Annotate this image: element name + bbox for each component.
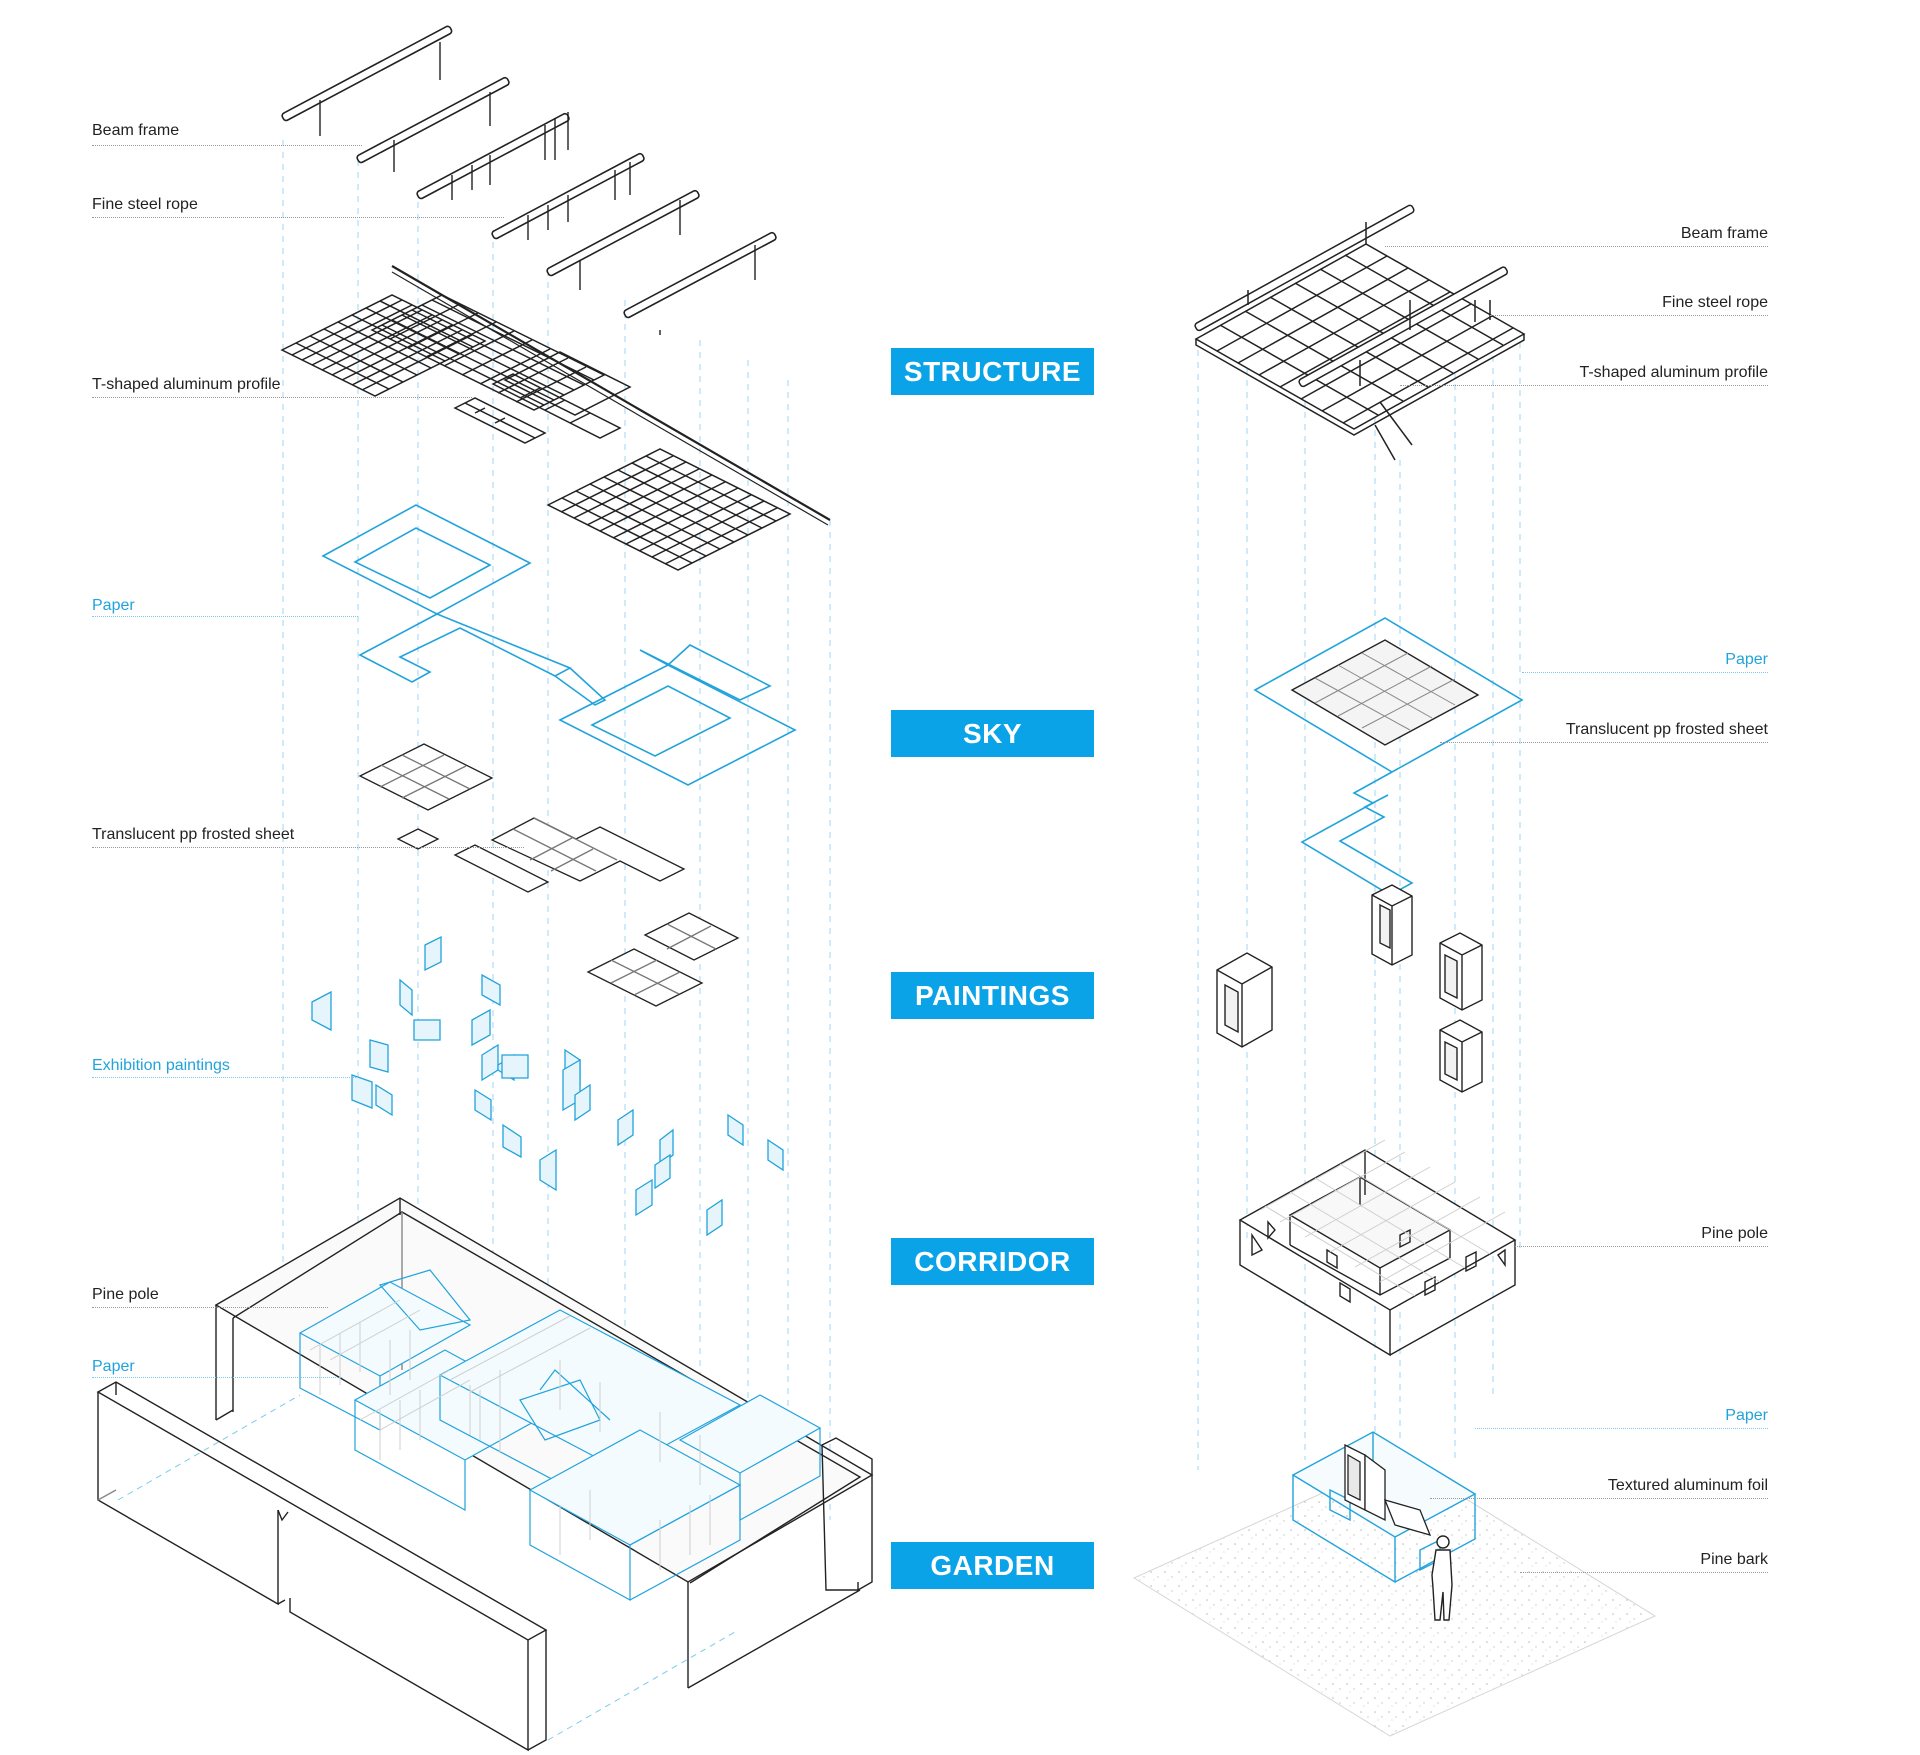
right-garden-foil — [1344, 1443, 1432, 1536]
leader-line — [92, 397, 472, 398]
human-figure — [1431, 1535, 1453, 1621]
right-label-foil: Textured aluminum foil — [1607, 1477, 1768, 1494]
right-label-pine-pole: Pine pole — [1701, 1225, 1768, 1242]
left-label-paper-sky: Paper — [92, 597, 135, 614]
right-label-pine-bark: Pine bark — [1700, 1551, 1768, 1568]
leader-line — [1440, 742, 1768, 743]
right-garden-ground — [1132, 1457, 1657, 1737]
left-label-fine-steel-rope: Fine steel rope — [92, 196, 198, 213]
leader-line — [92, 1377, 342, 1378]
left-label-paper-ground: Paper — [92, 1358, 135, 1375]
leader-line — [1430, 1498, 1768, 1499]
leader-line — [1385, 246, 1768, 247]
right-label-fine-steel-rope: Fine steel rope — [1662, 294, 1768, 311]
left-label-pp-sheet: Translucent pp frosted sheet — [92, 826, 295, 843]
right-projection-lines — [1197, 250, 1521, 1500]
left-beam-frames — [281, 25, 777, 319]
right-structure-grid — [1194, 204, 1526, 461]
layer-badge-structure: STRUCTURE — [891, 348, 1094, 395]
left-steel-ropes — [319, 42, 756, 335]
layer-badge-paintings: PAINTINGS — [891, 972, 1094, 1019]
right-corridor — [1238, 1149, 1517, 1357]
right-label-paper-garden: Paper — [1725, 1407, 1768, 1424]
right-corridor-grid — [1259, 1139, 1506, 1297]
leader-line — [92, 847, 524, 848]
leader-line — [92, 145, 362, 146]
leader-line — [92, 616, 358, 617]
right-paintings — [1216, 884, 1483, 1093]
right-label-beam-frame: Beam frame — [1680, 225, 1768, 242]
left-label-beam-frame: Beam frame — [92, 122, 180, 139]
leader-line — [1520, 1572, 1768, 1573]
leader-line — [1522, 672, 1768, 673]
leader-line — [1515, 1246, 1768, 1247]
leader-line — [1490, 315, 1768, 316]
left-label-pine-pole: Pine pole — [92, 1286, 159, 1303]
leader-line — [92, 1077, 358, 1078]
left-paper-sky — [321, 504, 797, 786]
left-label-t-profile: T-shaped aluminum profile — [92, 376, 281, 393]
left-t-profile-grid — [280, 265, 831, 571]
layer-badge-garden: GARDEN — [891, 1542, 1094, 1589]
left-building-shell — [96, 1197, 874, 1752]
leader-line — [1400, 385, 1768, 386]
right-label-pp-sheet: Translucent pp frosted sheet — [1565, 721, 1768, 738]
right-sky — [1253, 617, 1524, 896]
leader-line — [92, 217, 504, 218]
leader-line — [1475, 1428, 1768, 1429]
right-label-paper-sky: Paper — [1725, 651, 1768, 668]
left-floor-dashed — [117, 1394, 736, 1741]
left-pp-sheets — [358, 743, 740, 1007]
right-label-t-profile: T-shaped aluminum profile — [1579, 364, 1768, 381]
left-interior-grid — [309, 1299, 711, 1570]
layer-badge-sky: SKY — [891, 710, 1094, 757]
layer-badge-corridor: CORRIDOR — [891, 1238, 1094, 1285]
leader-line — [92, 1307, 328, 1308]
left-exhibition-paintings — [311, 935, 784, 1237]
left-label-exhibition-paintings: Exhibition paintings — [92, 1057, 230, 1074]
